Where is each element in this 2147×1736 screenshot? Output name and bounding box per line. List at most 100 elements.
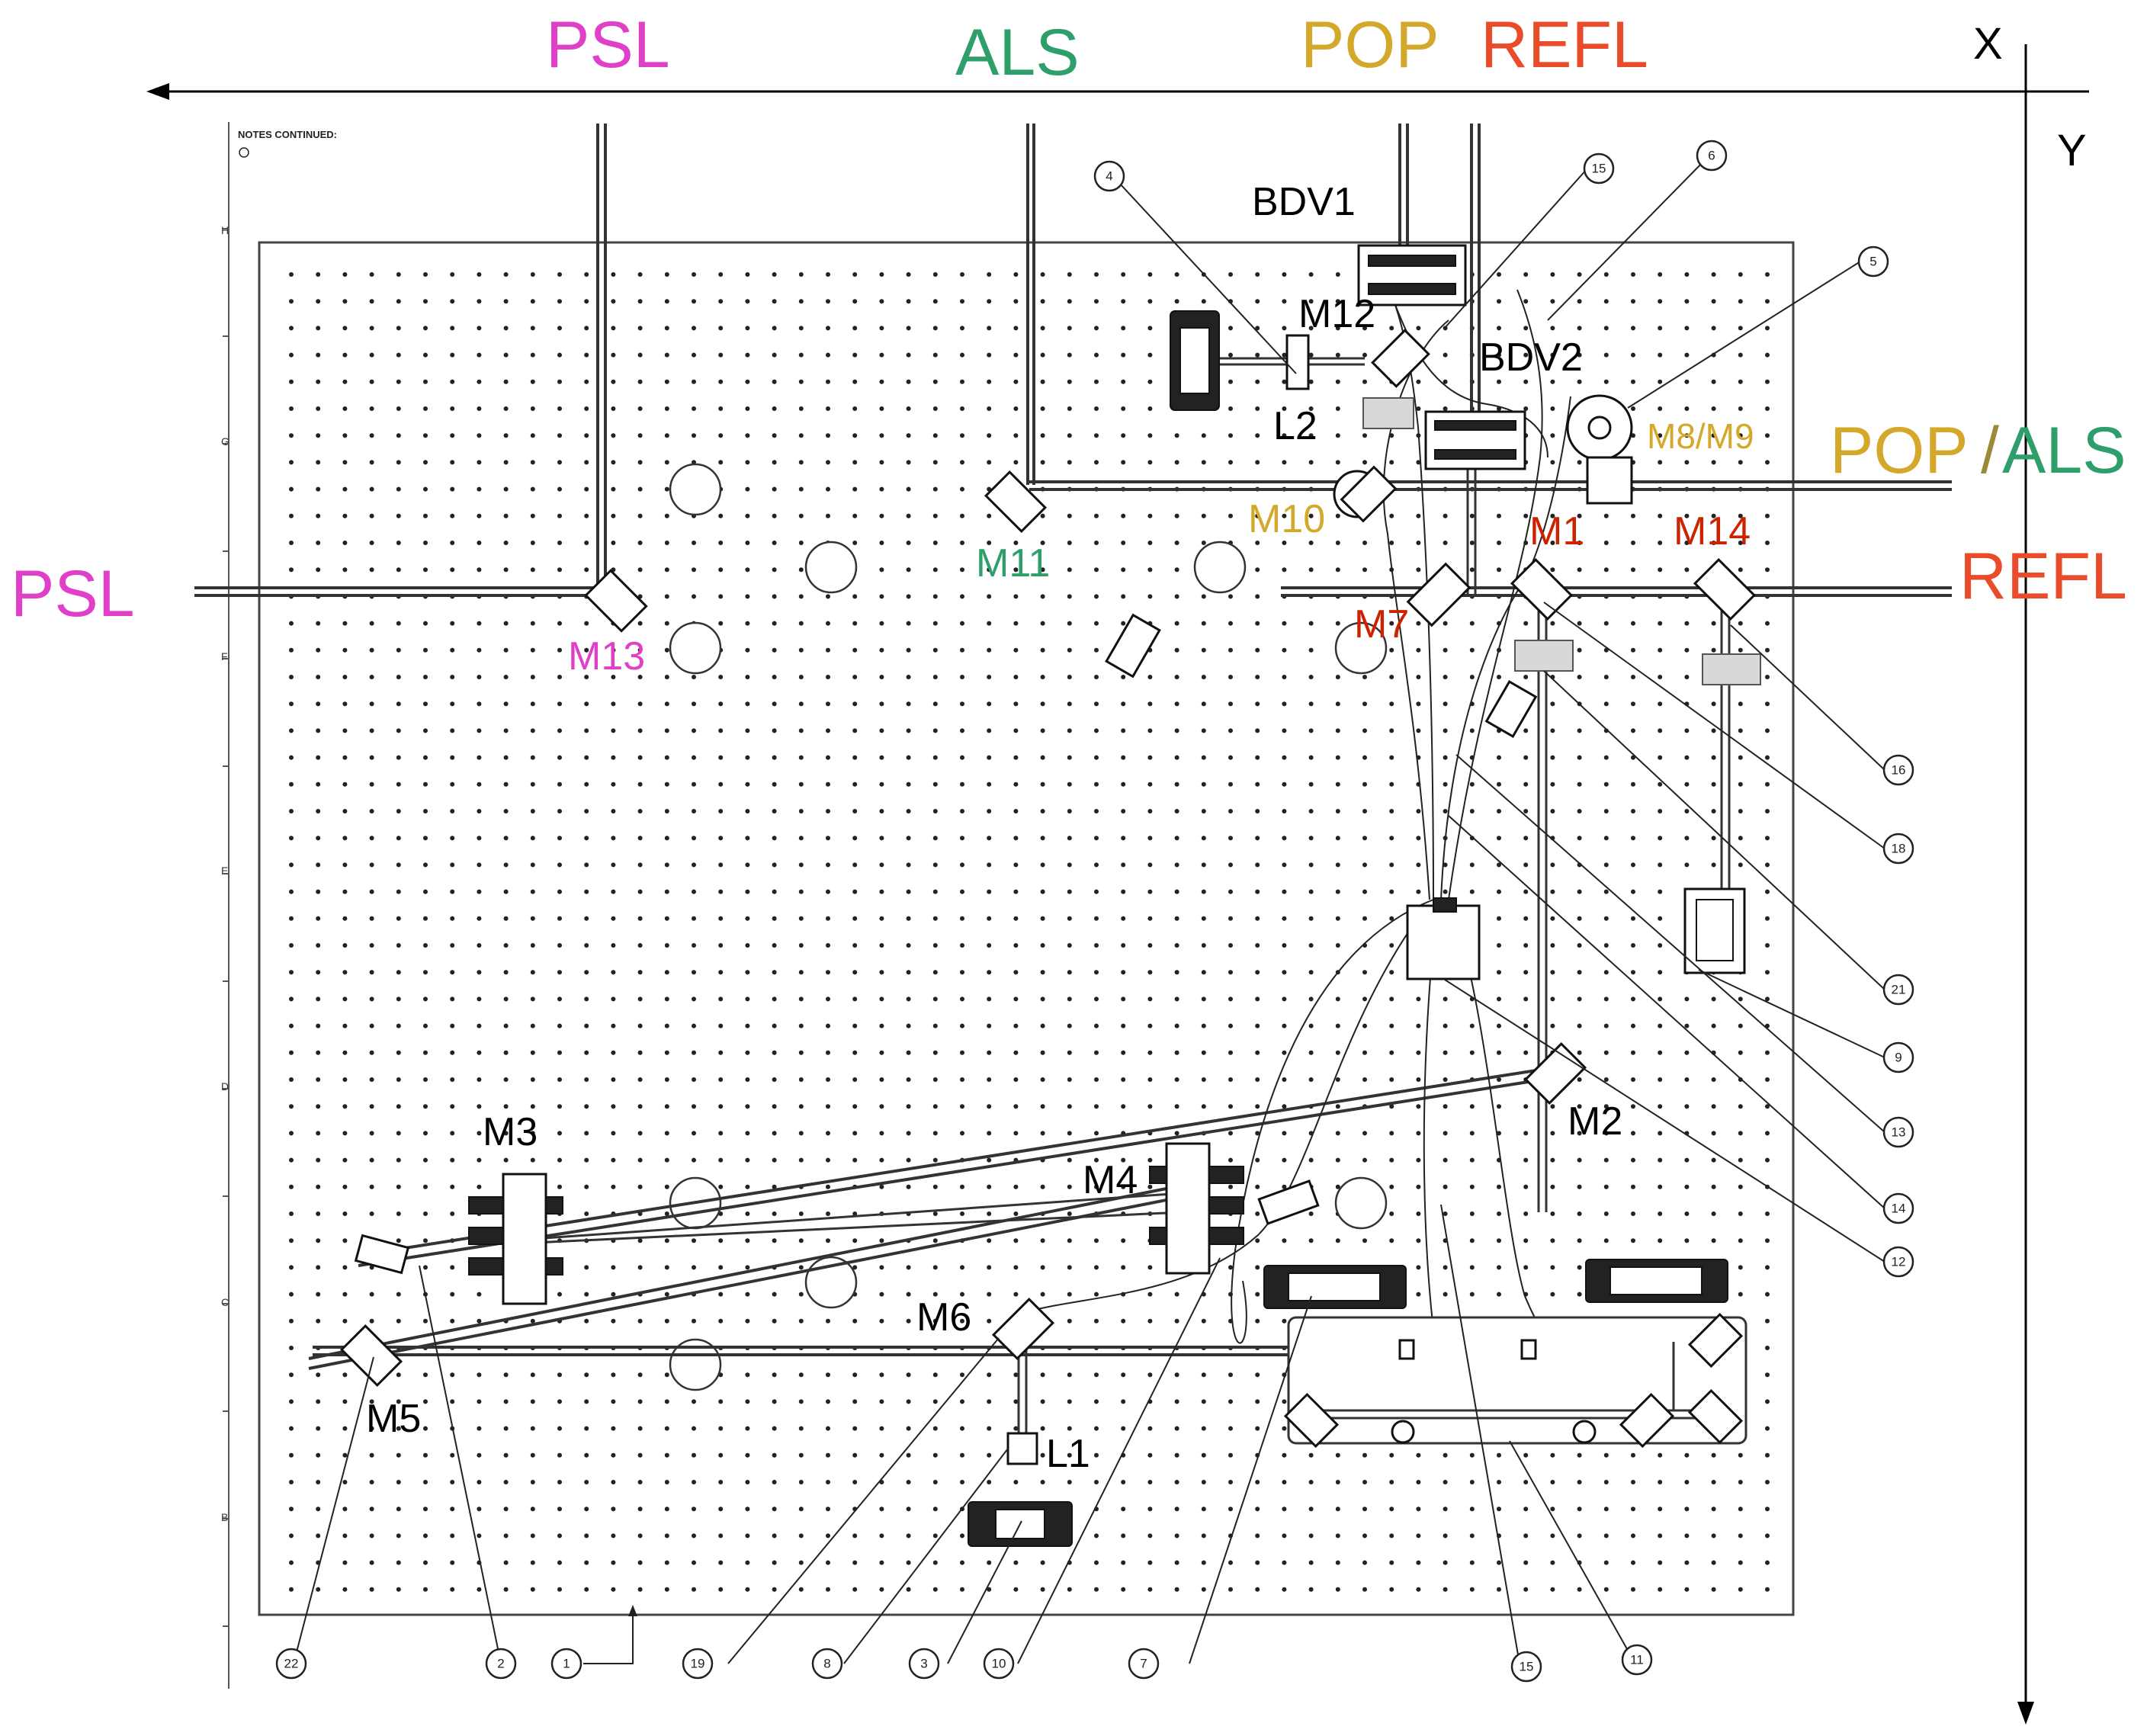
breadboard-hole — [316, 1587, 321, 1592]
svg-text:10: 10 — [992, 1657, 1006, 1671]
breadboard-hole — [450, 513, 455, 518]
breadboard-hole — [1013, 1104, 1019, 1109]
breadboard-hole — [450, 379, 455, 384]
breadboard-hole — [611, 1184, 616, 1189]
breadboard-hole — [798, 1587, 804, 1592]
breadboard-hole — [1443, 621, 1448, 626]
breadboard-hole — [530, 406, 535, 411]
breadboard-hole — [1121, 1050, 1126, 1055]
breadboard-hole — [852, 755, 858, 760]
breadboard-hole — [826, 352, 830, 358]
breadboard-hole — [1013, 1587, 1019, 1592]
breadboard-hole — [396, 1050, 401, 1055]
breadboard-hole — [1308, 1077, 1314, 1082]
breadboard-hole — [1147, 755, 1153, 760]
breadboard-hole — [557, 862, 562, 868]
breadboard-hole — [906, 647, 911, 653]
breadboard-hole — [1658, 513, 1663, 518]
breadboard-hole — [1040, 379, 1045, 384]
breadboard-hole — [1282, 1131, 1287, 1136]
breadboard-hole — [798, 996, 804, 1002]
breadboard-hole — [1094, 1318, 1099, 1324]
breadboard-hole — [879, 433, 884, 438]
breadboard-hole — [1658, 1157, 1663, 1163]
breadboard-hole — [289, 299, 294, 304]
breadboard-hole — [906, 460, 911, 465]
breadboard-hole — [1550, 1560, 1555, 1565]
breadboard-hole — [316, 1452, 321, 1458]
breadboard-hole — [1603, 1131, 1609, 1136]
breadboard-hole — [396, 1157, 401, 1163]
breadboard-hole — [987, 1480, 992, 1484]
breadboard-hole — [1443, 1184, 1448, 1189]
breadboard-hole — [584, 970, 589, 975]
breadboard-hole — [1201, 1480, 1206, 1484]
breadboard-hole — [503, 1480, 509, 1484]
breadboard-hole — [1282, 809, 1287, 813]
row-letter: B — [221, 1511, 228, 1523]
breadboard-hole — [1443, 675, 1448, 679]
breadboard-hole — [1121, 1265, 1126, 1270]
breadboard-hole — [1389, 1560, 1394, 1565]
bdv1-rail-2 — [1368, 283, 1456, 295]
breadboard-hole — [1147, 809, 1153, 813]
breadboard-hole — [1443, 647, 1448, 653]
breadboard-hole — [1443, 889, 1448, 894]
breadboard-hole — [1684, 1238, 1690, 1243]
m13-label: M13 — [568, 634, 645, 679]
breadboard-hole — [1765, 647, 1770, 653]
breadboard-hole — [745, 943, 750, 948]
breadboard-hole — [1228, 1077, 1233, 1082]
breadboard-hole — [879, 406, 884, 411]
breadboard-hole — [1684, 326, 1690, 331]
m3-m4-beam-a — [533, 1192, 1183, 1240]
breadboard-hole — [1684, 647, 1690, 653]
breadboard-hole — [1738, 1050, 1743, 1055]
breadboard-hole — [906, 541, 911, 545]
breadboard-hole — [342, 513, 348, 518]
breadboard-hole — [1469, 647, 1475, 653]
breadboard-hole — [1684, 1050, 1690, 1055]
breadboard-hole — [1416, 567, 1421, 573]
breadboard-hole — [1658, 1211, 1663, 1216]
breadboard-hole — [664, 1318, 669, 1324]
breadboard-hole — [1067, 1023, 1072, 1028]
breadboard-hole — [1684, 541, 1690, 545]
breadboard-hole — [316, 1318, 321, 1324]
breadboard-hole — [826, 1587, 830, 1592]
breadboard-hole — [664, 970, 669, 975]
m3-m2-beam-2 — [358, 1077, 1548, 1267]
fiber — [1448, 289, 1543, 900]
breadboard-hole — [826, 1104, 830, 1109]
breadboard-hole — [1658, 1560, 1663, 1565]
breadboard-hole — [798, 299, 804, 304]
breadboard-hole — [342, 916, 348, 921]
breadboard-hole — [1067, 1157, 1072, 1163]
breadboard-hole — [692, 1480, 696, 1484]
breadboard-hole — [1631, 1480, 1635, 1484]
breadboard-hole — [1121, 433, 1126, 438]
breadboard-hole — [1765, 352, 1770, 358]
breadboard-hole — [1416, 1507, 1421, 1512]
breadboard-hole — [1577, 460, 1582, 465]
breadboard-hole — [960, 916, 964, 921]
breadboard-hole — [906, 433, 911, 438]
breadboard-hole — [798, 836, 804, 841]
breadboard-hole — [798, 406, 804, 411]
breadboard-hole — [1040, 1077, 1045, 1082]
breadboard-hole — [1335, 862, 1340, 868]
breadboard-hole — [1416, 1480, 1421, 1484]
breadboard-hole — [1255, 272, 1260, 277]
breadboard-hole — [692, 1399, 696, 1404]
breadboard-hole — [798, 728, 804, 733]
breadboard-hole — [960, 326, 964, 331]
breadboard-hole — [987, 1399, 992, 1404]
breadboard-hole — [987, 1426, 992, 1431]
breadboard-hole — [879, 647, 884, 653]
breadboard-hole — [1174, 1131, 1179, 1136]
breadboard-hole — [1765, 406, 1770, 411]
breadboard-hole — [289, 567, 294, 573]
svg-text:9: 9 — [1895, 1051, 1901, 1065]
breadboard-hole — [718, 1023, 724, 1028]
svg-text:18: 18 — [1892, 842, 1906, 856]
